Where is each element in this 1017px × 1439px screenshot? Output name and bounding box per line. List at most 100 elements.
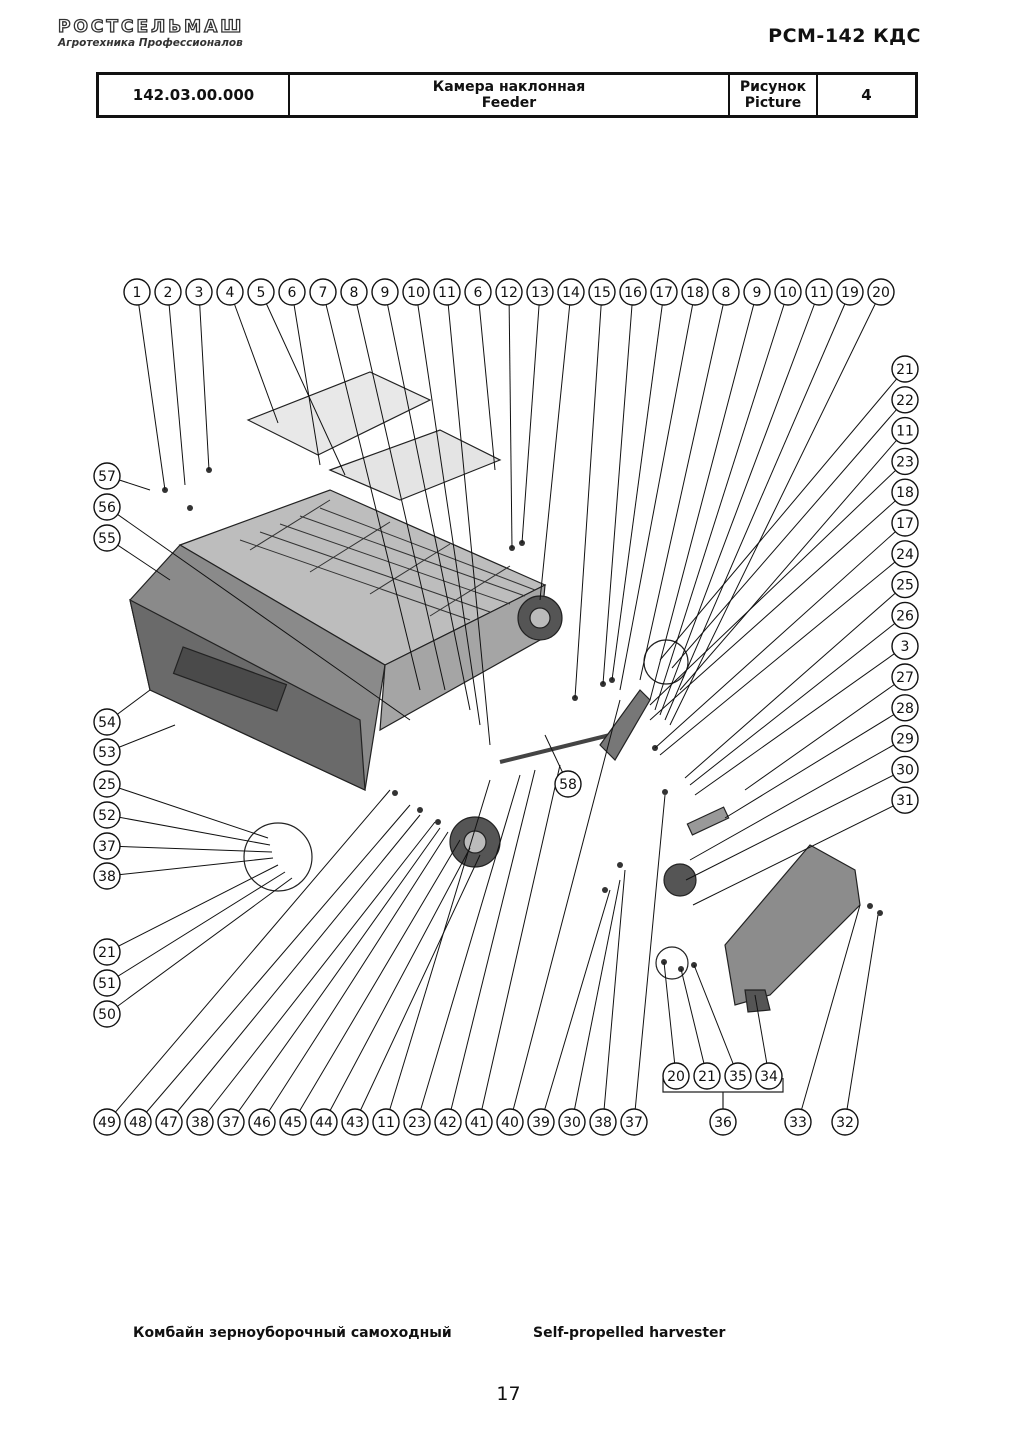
callout-bubble: 9 xyxy=(371,278,399,306)
leader-line xyxy=(663,961,677,1077)
callout-circle xyxy=(403,1108,431,1136)
callout-bubble: 31 xyxy=(891,786,919,814)
callout-circle xyxy=(805,278,833,306)
callout-number: 17 xyxy=(655,285,673,301)
callout-circle xyxy=(554,770,582,798)
callout-circle xyxy=(755,1062,783,1090)
callout-bubble: 12 xyxy=(495,278,523,306)
callout-number: 40 xyxy=(501,1115,519,1131)
leader-line xyxy=(508,291,513,549)
callout-number: 42 xyxy=(439,1115,457,1131)
callout-circle xyxy=(123,278,151,306)
callout-bubble: 11 xyxy=(433,278,461,306)
callout-number: 14 xyxy=(562,285,580,301)
callout-bubble: 8 xyxy=(340,278,368,306)
leader-line xyxy=(447,769,536,1123)
callout-circle xyxy=(709,1108,737,1136)
callout-bubble: 18 xyxy=(681,278,709,306)
callout-circle xyxy=(891,540,919,568)
callout-bubble: 28 xyxy=(891,694,919,722)
leader-line xyxy=(168,814,421,1123)
callout-circle xyxy=(93,770,121,798)
leader-line xyxy=(679,430,906,691)
leader-line xyxy=(659,368,906,661)
callout-circle xyxy=(891,632,919,660)
callout-circle xyxy=(93,524,121,552)
callout-number: 48 xyxy=(129,1115,147,1131)
detail-circle-lower xyxy=(655,946,689,980)
callout-number: 30 xyxy=(563,1115,581,1131)
callout-bubble: 20 xyxy=(867,278,895,306)
callout-circle xyxy=(891,724,919,753)
callout-number: 33 xyxy=(789,1115,807,1131)
picture-label: Рисунок Picture xyxy=(730,75,818,115)
callout-number: 11 xyxy=(810,285,828,301)
leader-line xyxy=(106,877,293,1015)
leader-line xyxy=(106,506,411,721)
leader-line xyxy=(137,804,411,1123)
leader-line xyxy=(724,707,906,819)
leader-line xyxy=(611,291,665,681)
callout-circle xyxy=(526,278,554,306)
callout-circle xyxy=(891,447,919,476)
callout-bubble: 51 xyxy=(93,969,121,997)
callout-bubble: 4 xyxy=(216,278,244,306)
callout-number: 44 xyxy=(315,1115,333,1131)
callout-number: 32 xyxy=(836,1115,854,1131)
callout-number: 4 xyxy=(226,285,235,301)
callout-circle xyxy=(247,278,275,306)
callout-number: 2 xyxy=(164,285,173,301)
callout-number: 20 xyxy=(872,285,890,301)
leader-line xyxy=(654,291,789,711)
callout-number: 18 xyxy=(686,285,704,301)
callout-number: 19 xyxy=(841,285,859,301)
callout-circle xyxy=(433,278,461,306)
callout-bubble: 17 xyxy=(650,278,678,306)
callout-number: 38 xyxy=(191,1115,209,1131)
callout-circle xyxy=(774,278,802,306)
callout-number: 23 xyxy=(896,454,914,470)
callout-number: 10 xyxy=(407,285,425,301)
callout-number: 11 xyxy=(438,285,456,301)
leader-line xyxy=(639,291,727,681)
callout-number: 21 xyxy=(896,362,914,378)
callout-number: 6 xyxy=(474,285,483,301)
callout-bubble: 29 xyxy=(891,724,919,753)
callout-bubble: 10 xyxy=(774,278,802,306)
callout-circle xyxy=(619,278,647,306)
callout-bubble: 25 xyxy=(93,770,121,798)
callout-bubble: 23 xyxy=(891,447,919,476)
callout-bubble: 6 xyxy=(464,278,492,306)
callout-bubble: 44 xyxy=(310,1108,338,1136)
callout-bubble: 48 xyxy=(124,1108,152,1136)
callout-number: 50 xyxy=(98,1007,116,1023)
callout-number: 52 xyxy=(98,808,116,824)
callout-bubble: 27 xyxy=(891,663,919,691)
footer-title-ru: Комбайн зерноуборочный самоходный xyxy=(133,1325,452,1341)
callout-circle xyxy=(124,1108,152,1136)
callout-bubble: 37 xyxy=(93,832,121,860)
callout-bubble: 17 xyxy=(891,509,919,537)
leader-line xyxy=(654,522,906,749)
leader-line xyxy=(693,964,739,1077)
callout-bubble: 15 xyxy=(588,278,616,306)
callout-number: 53 xyxy=(98,745,116,761)
leader-line xyxy=(478,764,561,1123)
callout-number: 35 xyxy=(729,1069,747,1085)
callout-bubble: 30 xyxy=(891,755,919,784)
callout-bubble: 35 xyxy=(724,1062,752,1090)
callout-number: 37 xyxy=(98,839,116,855)
callout-number: 22 xyxy=(896,393,914,409)
callout-bubble: 33 xyxy=(784,1108,812,1136)
leader-line xyxy=(571,879,621,1123)
callout-bubble: 58 xyxy=(554,770,582,798)
brand-name: РОСТСЕЛЬМАШ xyxy=(57,17,245,37)
leader-line xyxy=(649,461,906,706)
leader-line xyxy=(261,831,449,1123)
callout-bubble: 21 xyxy=(891,355,919,383)
model-title: РСМ-142 КДС xyxy=(768,25,921,47)
callout-circle xyxy=(371,278,399,306)
callout-number: 29 xyxy=(896,732,914,748)
